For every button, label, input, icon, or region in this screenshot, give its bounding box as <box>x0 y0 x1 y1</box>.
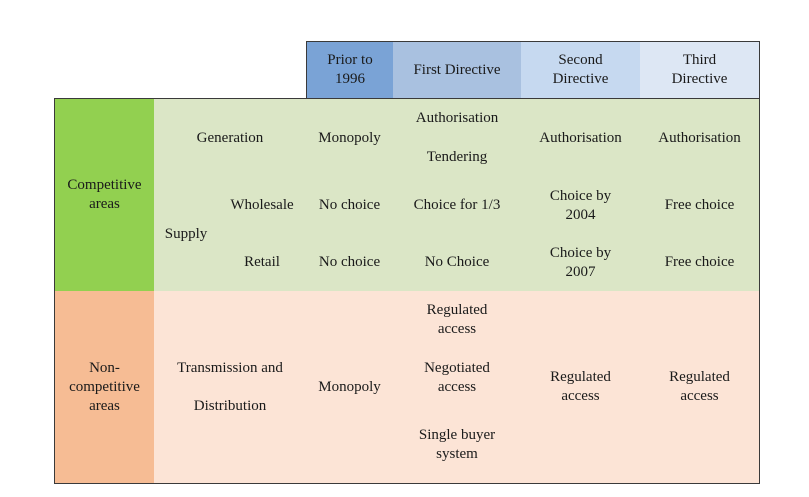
generation-second: Authorisation <box>521 98 641 178</box>
generation-third: Authorisation <box>640 98 760 178</box>
non-competitive-first-regulated: Regulated access <box>393 291 522 350</box>
wholesale-second: Choice by 2004 <box>521 177 641 235</box>
retail-second: Choice by 2007 <box>521 234 641 292</box>
wholesale-label: Wholesale <box>218 177 307 235</box>
supply-label: Supply <box>154 177 219 292</box>
retail-first: No Choice <box>393 234 522 292</box>
header-second-directive: Second Directive <box>521 41 641 99</box>
header-third-directive: Third Directive <box>640 41 760 99</box>
non-competitive-prior: Monopoly <box>306 291 394 484</box>
retail-prior: No choice <box>306 234 394 292</box>
generation-prior: Monopoly <box>306 98 394 178</box>
competitive-areas-label: Competitive areas <box>54 98 155 292</box>
non-competitive-first-single-buyer: Single buyer system <box>393 407 522 484</box>
retail-label: Retail <box>218 234 307 292</box>
non-competitive-areas-label: Non- competitive areas <box>54 291 155 484</box>
wholesale-prior: No choice <box>306 177 394 235</box>
generation-first-authorisation: Authorisation <box>393 98 522 139</box>
non-competitive-first-negotiated: Negotiated access <box>393 349 522 408</box>
generation-first-tendering: Tendering <box>393 138 522 178</box>
generation-label: Generation <box>154 98 307 178</box>
wholesale-third: Free choice <box>640 177 760 235</box>
retail-third: Free choice <box>640 234 760 292</box>
header-prior-1996: Prior to 1996 <box>306 41 394 99</box>
wholesale-first: Choice for 1/3 <box>393 177 522 235</box>
non-competitive-second: Regulated access <box>521 291 641 484</box>
transmission-distribution-label: Transmission and Distribution <box>154 291 307 484</box>
non-competitive-third: Regulated access <box>640 291 760 484</box>
header-first-directive: First Directive <box>393 41 522 99</box>
